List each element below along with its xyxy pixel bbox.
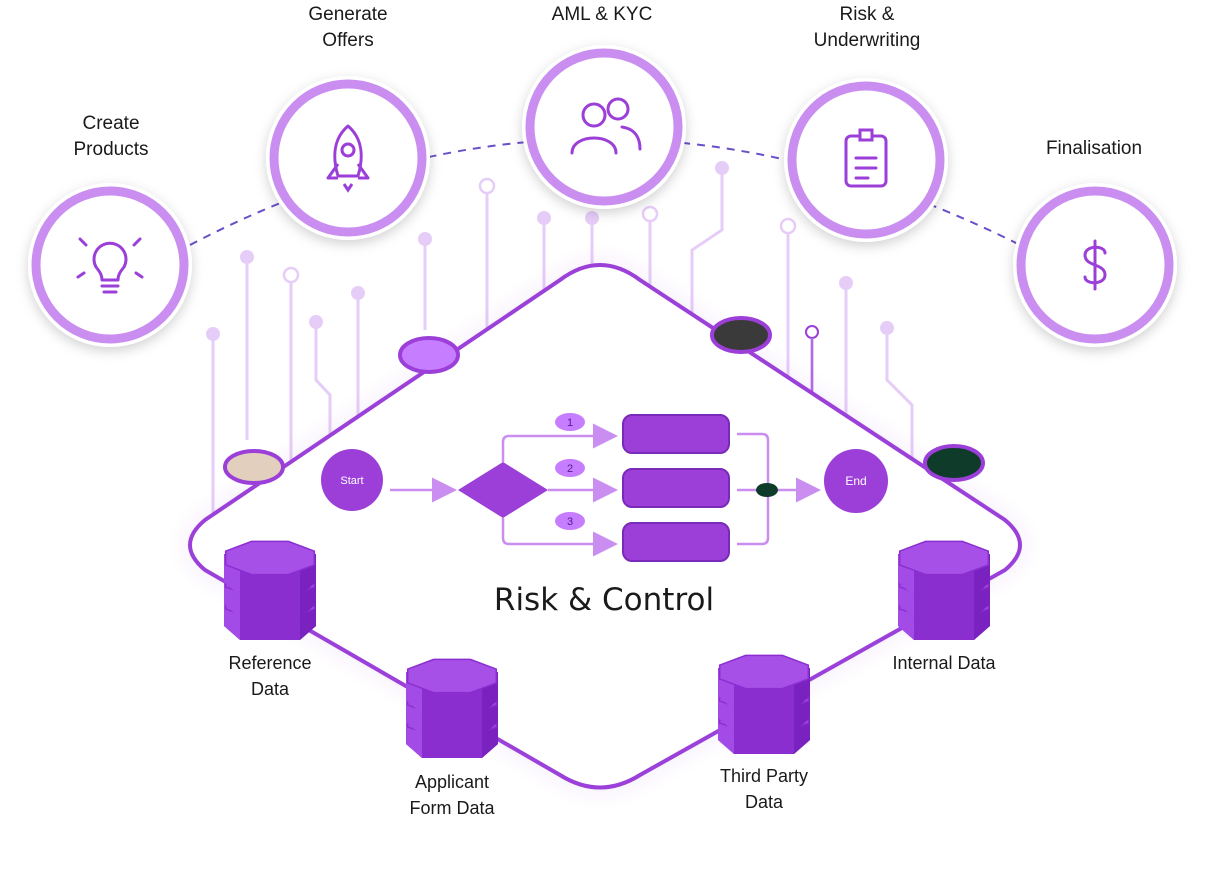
decision-diamond — [458, 462, 548, 518]
dollar-icon — [1083, 239, 1107, 291]
stage-label-risk-underwriting: Risk & Underwriting — [813, 4, 921, 51]
merge-node — [756, 483, 778, 497]
database-reference — [224, 540, 316, 640]
branch-badge-3 — [555, 512, 585, 530]
process-box-3 — [622, 522, 730, 562]
rocket-icon — [326, 124, 370, 193]
start-node — [321, 449, 383, 511]
branch-badge-1-label: 1 — [567, 417, 573, 429]
stage-circle-aml — [522, 45, 686, 209]
flowchart: Start 1 2 3 End — [321, 413, 888, 562]
frame-node-violet — [398, 336, 460, 374]
stage-label-create-products: Create Products — [73, 113, 149, 160]
users-icon — [570, 97, 642, 155]
db-label-applicant: Applicant Form Data — [409, 772, 495, 818]
stage-label-finalisation: Finalisation — [1045, 138, 1143, 159]
lightbulb-icon — [76, 237, 144, 294]
stage-label-generate-offers: Generate Offers — [308, 4, 388, 51]
database-applicant — [406, 658, 498, 758]
center-title: Risk & Control — [493, 582, 715, 618]
db-label-third-party: Third Party Data — [719, 766, 809, 812]
end-node — [824, 449, 888, 513]
frame-node-beige — [223, 449, 285, 485]
branch-line-1 — [501, 423, 618, 462]
branch-badge-2-label: 2 — [567, 463, 573, 475]
db-label-reference: Reference Data — [228, 653, 312, 699]
branch-badge-1 — [555, 413, 585, 431]
start-label: Start — [340, 475, 363, 487]
database-third — [718, 654, 810, 754]
stage-label-aml-kyc: AML & KYC — [551, 4, 653, 25]
database-internal — [898, 540, 990, 640]
branch-badge-2 — [555, 459, 585, 477]
process-box-1 — [622, 414, 730, 454]
end-label: End — [845, 474, 866, 488]
stage-circle-final — [1013, 183, 1177, 347]
stage-circle-create — [28, 183, 192, 347]
clipboard-icon — [844, 128, 888, 188]
circuit-hollow-dot-accent — [805, 325, 819, 339]
frame-node-green — [923, 444, 985, 482]
stage-circle-offers — [266, 76, 430, 240]
branch-line-3 — [501, 518, 618, 557]
risk-control-frame — [188, 263, 1022, 790]
stage-circle-risk — [784, 78, 948, 242]
branch-badge-3-label: 3 — [567, 516, 573, 528]
process-box-2 — [622, 468, 730, 508]
circuit-hollow-dots — [282, 177, 797, 284]
db-label-internal: Internal Data — [892, 653, 996, 673]
frame-node-charcoal — [710, 316, 772, 354]
